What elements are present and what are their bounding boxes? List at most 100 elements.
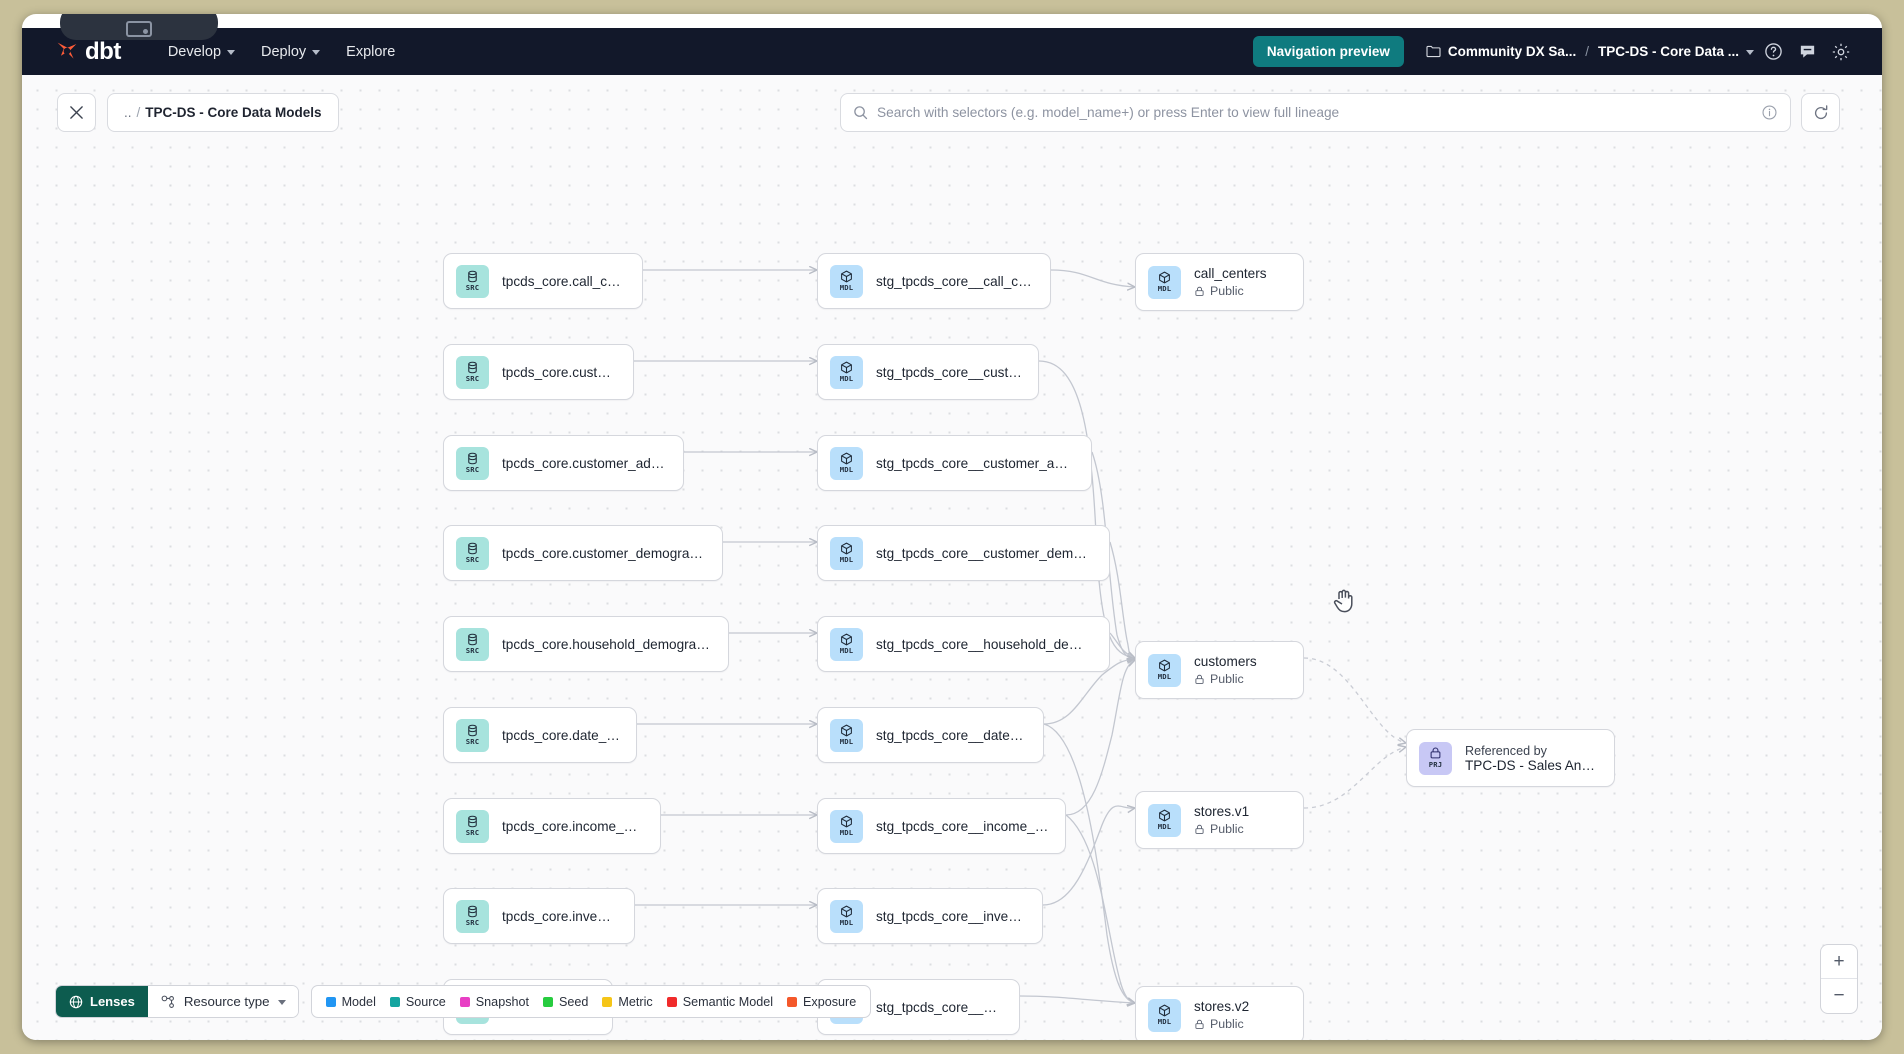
legend-label: Metric bbox=[618, 994, 653, 1009]
lineage-node-src-cust-demo[interactable]: SRC tpcds_core.customer_demographics bbox=[443, 525, 723, 581]
refresh-button[interactable] bbox=[1801, 93, 1840, 132]
help-button[interactable] bbox=[1758, 37, 1788, 67]
breadcrumb-separator: / bbox=[1585, 44, 1589, 59]
lineage-toolbar: .. / TPC-DS - Core Data Models bbox=[22, 75, 1882, 137]
lineage-node-mdl-inventory[interactable]: MDL stg_tpcds_core__inventory bbox=[817, 888, 1043, 944]
legend-label: Model bbox=[341, 994, 376, 1009]
lineage-breadcrumb-button[interactable]: .. / TPC-DS - Core Data Models bbox=[107, 93, 339, 132]
lineage-edge bbox=[1050, 269, 1135, 287]
search-box[interactable] bbox=[840, 93, 1791, 132]
node-body: stg_tpcds_core__customer bbox=[876, 365, 1022, 380]
search-icon bbox=[854, 106, 868, 120]
lock-icon bbox=[1195, 286, 1204, 296]
lock-icon bbox=[1195, 1019, 1204, 1029]
lineage-node-mdl-cust-addr[interactable]: MDL stg_tpcds_core__customer_address bbox=[817, 435, 1092, 491]
nav-item-deploy[interactable]: Deploy bbox=[250, 37, 331, 67]
lineage-edge bbox=[1042, 806, 1135, 906]
node-title: stg_tpcds_core__call_center bbox=[876, 273, 1034, 289]
node-title: tpcds_core.call_center bbox=[502, 273, 626, 289]
lenses-button[interactable]: Lenses bbox=[56, 986, 148, 1017]
legend-item-snapshot[interactable]: Snapshot bbox=[459, 994, 529, 1009]
node-body: tpcds_core.household_demographics bbox=[502, 637, 712, 652]
dbt-mark-icon bbox=[57, 42, 77, 59]
lineage-edge bbox=[1019, 995, 1135, 1003]
app-window: dbt Develop Deploy Explore Navigation pr… bbox=[22, 14, 1882, 1040]
node-title: stg_tpcds_core__customer_address bbox=[876, 455, 1075, 471]
refresh-icon bbox=[1814, 104, 1827, 119]
mdl-badge-icon: MDL bbox=[830, 899, 863, 933]
zoom-out-button[interactable]: − bbox=[1833, 985, 1845, 1006]
node-title: stg_tpcds_core__income_band bbox=[876, 818, 1049, 834]
src-badge-icon: SRC bbox=[456, 536, 489, 570]
mdl-badge-icon: MDL bbox=[1148, 803, 1181, 837]
lineage-node-src-income-band[interactable]: SRC tpcds_core.income_band bbox=[443, 798, 661, 854]
feedback-button[interactable] bbox=[1792, 37, 1822, 67]
node-body: tpcds_core.income_band bbox=[502, 819, 644, 834]
nav-label: Deploy bbox=[261, 43, 307, 60]
legend-item-metric[interactable]: Metric bbox=[602, 994, 653, 1009]
dbt-logo[interactable]: dbt bbox=[52, 37, 121, 67]
node-access: Public bbox=[1194, 1017, 1249, 1031]
window-icon bbox=[126, 21, 152, 37]
chevron-down-icon[interactable] bbox=[1746, 49, 1754, 55]
lock-icon bbox=[1195, 674, 1204, 684]
legend-item-model[interactable]: Model bbox=[325, 994, 376, 1009]
node-access: Public bbox=[1194, 284, 1267, 298]
lineage-edge bbox=[1091, 451, 1135, 659]
lineage-node-mdl-income-band[interactable]: MDL stg_tpcds_core__income_band bbox=[817, 798, 1066, 854]
node-body: stg_tpcds_core__store bbox=[876, 1000, 1003, 1015]
navigation-preview-button[interactable]: Navigation preview bbox=[1252, 36, 1404, 67]
node-body: tpcds_core.customer_address bbox=[502, 456, 667, 471]
node-body: tpcds_core.customer_demographics bbox=[502, 546, 706, 561]
window-tab-pill[interactable] bbox=[60, 14, 218, 40]
resource-legend: Model Source Snapshot Seed Metric Semantic Mo… bbox=[310, 985, 872, 1018]
legend-label: Snapshot bbox=[475, 994, 529, 1009]
legend-item-source[interactable]: Source bbox=[389, 995, 446, 1009]
search-info-button[interactable] bbox=[1761, 104, 1778, 121]
src-badge-icon: SRC bbox=[456, 809, 489, 843]
nav-item-develop[interactable]: Develop bbox=[157, 37, 246, 67]
legend-item-seed[interactable]: Seed bbox=[543, 995, 588, 1009]
close-lineage-button[interactable] bbox=[57, 93, 96, 132]
node-title: stores.v1 bbox=[1194, 804, 1250, 819]
mdl-badge-icon: MDL bbox=[830, 809, 863, 843]
legend-item-semantic-model[interactable]: Semantic Model bbox=[666, 994, 774, 1009]
zoom-in-button[interactable]: + bbox=[1821, 945, 1857, 979]
legend-swatch bbox=[666, 996, 677, 1007]
legend-label: Exposure bbox=[803, 994, 857, 1009]
search-input[interactable] bbox=[877, 105, 1752, 120]
node-body: stg_tpcds_core__inventory bbox=[876, 909, 1026, 924]
gear-icon bbox=[1832, 43, 1850, 60]
resource-type-dropdown[interactable]: Resource type bbox=[147, 986, 298, 1017]
breadcrumb: Community DX Sa... / TPC-DS - Core Data … bbox=[1426, 44, 1754, 59]
mdl-badge-icon: MDL bbox=[830, 446, 863, 480]
legend-label: Semantic Model bbox=[682, 994, 774, 1009]
node-body: tpcds_core.customer bbox=[502, 365, 617, 380]
bottom-toolbar: Lenses Resource type Model Source Snapshot… bbox=[55, 985, 872, 1018]
mdl-badge-icon: MDL bbox=[1148, 653, 1181, 687]
legend-item-exposure[interactable]: Exposure bbox=[787, 995, 856, 1009]
lineage-breadcrumb-label: TPC-DS - Core Data Models bbox=[145, 105, 322, 120]
breadcrumb-project[interactable]: TPC-DS - Core Data ... bbox=[1597, 44, 1739, 59]
breadcrumb-account[interactable]: Community DX Sa... bbox=[1447, 44, 1577, 59]
nav-item-explore[interactable]: Explore bbox=[335, 37, 406, 67]
settings-button[interactable] bbox=[1826, 37, 1856, 67]
